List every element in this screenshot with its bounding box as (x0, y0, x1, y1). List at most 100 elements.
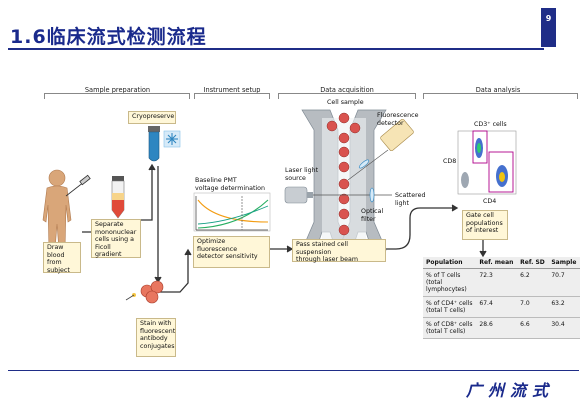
table-header-row: Population Ref. mean Ref. SD Sample (423, 257, 580, 269)
draw-blood-box: Draw blood from subject (43, 242, 81, 274)
optimize-line: Optimize (197, 238, 226, 245)
stain-box: Stain with fluorescent antibody conjugat… (136, 318, 176, 357)
snowflake-icon (163, 130, 181, 148)
optical-filter-line: filter (361, 215, 376, 223)
stain-line: Stain with (140, 320, 172, 327)
optimize-box: Optimize fluorescence detector sensitivi… (193, 236, 270, 268)
draw-blood-line: subject (47, 266, 70, 274)
optimize-line: fluorescence (197, 245, 238, 253)
pass-stained-box: Pass stained cell suspension through las… (292, 239, 386, 264)
table-row: % of T cells (total lymphocytes) 72.3 6.… (423, 268, 580, 297)
footer-brand: 广州流式 (466, 381, 555, 400)
table-header: Ref. mean (476, 257, 518, 269)
table-cell-population: % of CD4⁺ cells (total T cells) (423, 296, 477, 318)
baseline-pmt-line: Baseline PMT (195, 177, 237, 184)
person-icon (42, 169, 72, 251)
baseline-pmt-label: Baseline PMT voltage determination (195, 177, 275, 192)
pass-stained-line: through laser beam (296, 256, 358, 264)
optical-filter-line: Optical (361, 208, 384, 215)
table-cell-population: % of T cells (total lymphocytes) (423, 268, 477, 297)
cryo-tube-icon (148, 126, 160, 162)
table-header: Ref. SD (517, 257, 549, 269)
table-cell-population: % of CD8⁺ cells (total T cells) (423, 317, 477, 339)
population-line: (total T cells) (426, 307, 466, 314)
cd4-axis-label: CD4 (483, 198, 497, 205)
optical-filter-label: Optical filter (361, 208, 383, 223)
fluorescence-detector-line: Fluorescence (377, 112, 419, 119)
bracket-data-analysis (423, 93, 578, 99)
pass-stained-line: Pass stained cell suspension (296, 241, 348, 256)
separate-line: mononuclear (95, 228, 137, 236)
scattered-light-line: light (395, 199, 409, 207)
stain-line: fluorescent (140, 327, 176, 335)
page-number: 9 (541, 8, 556, 47)
cryopreserve-box: Cryopreserve (128, 111, 176, 124)
stain-line: antibody (140, 335, 168, 343)
table-header: Population (423, 257, 477, 269)
table-row: % of CD8⁺ cells (total T cells) 28.6 6.6… (423, 317, 580, 339)
cd3-label: CD3⁺ cells (474, 121, 507, 128)
stain-line: conjugates (140, 342, 175, 350)
table-cell-sd: 6.2 (517, 268, 549, 297)
cd8-axis-label: CD8 (443, 158, 457, 165)
cd4-cd8-scatter-plot (457, 130, 517, 195)
draw-blood-line: Draw (47, 244, 64, 251)
cell-sample-label: Cell sample (327, 99, 364, 106)
bracket-instrument-setup (194, 93, 270, 99)
fluorescence-detector-line: detector (377, 119, 404, 127)
separate-line: Separate (95, 221, 124, 228)
table-cell-mean: 28.6 (476, 317, 518, 339)
table-cell-mean: 67.4 (476, 296, 518, 318)
laser-light-source-line: Laser light (285, 167, 319, 174)
baseline-pmt-line: voltage determination (195, 184, 266, 192)
population-line: % of CD4⁺ cells (426, 300, 473, 307)
gate-cells-line: Gate cell (466, 212, 494, 219)
table-cell-sample: 63.2 (548, 296, 580, 318)
table-cell-mean: 72.3 (476, 268, 518, 297)
laser-source-icon (284, 186, 392, 204)
stained-cells-icon (125, 280, 164, 304)
separate-line: Ficoll gradient (95, 243, 122, 259)
page-title: 1.6临床流式检测流程 (10, 26, 207, 48)
population-line: % of CD8⁺ cells (426, 321, 473, 328)
syringe-icon (65, 174, 91, 197)
section-sample-preparation: Sample preparation (84, 86, 151, 94)
section-data-analysis: Data analysis (475, 86, 521, 94)
scattered-light-label: Scattered light (395, 192, 425, 207)
laser-light-source-label: Laser light source (285, 167, 318, 182)
gate-cells-line: of interest (466, 227, 499, 235)
scattered-light-line: Scattered (395, 192, 426, 199)
section-instrument-setup: Instrument setup (203, 86, 261, 94)
optical-filter-icon (358, 159, 375, 203)
bracket-sample-preparation (44, 93, 190, 99)
table-cell-sd: 7.0 (517, 296, 549, 318)
gate-cells-box: Gate cell populations of interest (462, 210, 508, 240)
optimize-line: detector sensitivity (197, 253, 258, 261)
fluorescence-detector-label: Fluorescence detector (377, 112, 418, 127)
separate-box: Separate mononuclear cells using a Ficol… (91, 219, 141, 258)
title-rule (8, 48, 544, 50)
cryopreserve-label: Cryopreserve (132, 113, 175, 120)
draw-blood-line: blood from (47, 251, 65, 267)
fluorescence-detector-icon (347, 118, 414, 181)
table-cell-sd: 6.6 (517, 317, 549, 339)
separate-line: cells using a (95, 236, 134, 244)
table-cell-sample: 30.4 (548, 317, 580, 339)
ficoll-tube-icon (111, 176, 125, 219)
population-table: Population Ref. mean Ref. SD Sample % of… (423, 257, 580, 339)
bracket-data-acquisition (278, 93, 416, 99)
population-line: % of T cells (426, 272, 461, 279)
table-row: % of CD4⁺ cells (total T cells) 67.4 7.0… (423, 296, 580, 318)
table-cell-sample: 70.7 (548, 268, 580, 297)
population-line: (total T cells) (426, 328, 466, 335)
flow-cell-icon (301, 109, 387, 251)
population-line: (total (426, 279, 443, 286)
laser-light-source-line: source (285, 174, 306, 182)
table-header: Sample (548, 257, 580, 269)
population-line: lymphocytes) (426, 286, 467, 293)
section-data-acquisition: Data acquisition (320, 86, 374, 94)
footer-rule (8, 370, 579, 371)
pmt-chart (193, 192, 271, 232)
